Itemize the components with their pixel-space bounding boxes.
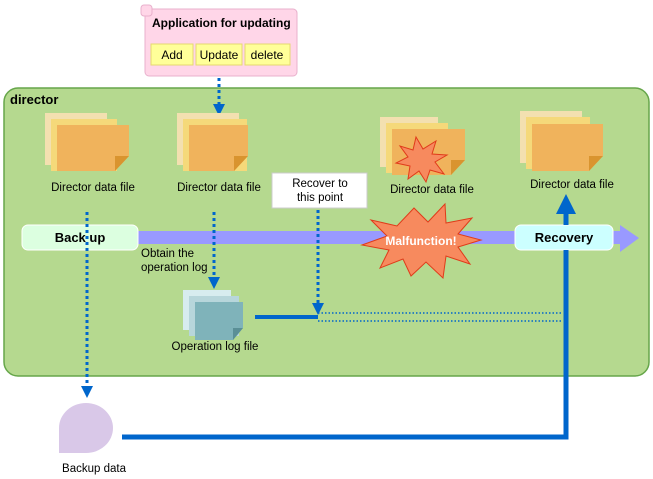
timeline-arrow bbox=[136, 225, 639, 252]
update-button[interactable] bbox=[195, 43, 243, 66]
operation-log-file: Operation log file bbox=[172, 290, 259, 353]
malfunction-starburst-icon bbox=[360, 202, 483, 280]
director-file-3-label: Director data file bbox=[390, 184, 474, 196]
director-file-1: Director data file bbox=[45, 113, 135, 194]
obtain-log-label-line1: Obtain the bbox=[141, 248, 194, 260]
recovery-box-label: Recovery bbox=[535, 230, 594, 245]
broken-file-starburst-icon bbox=[394, 135, 449, 184]
director-file-4: Director data file bbox=[520, 111, 614, 191]
application-title: Application for updating bbox=[152, 16, 291, 30]
restore-path bbox=[122, 250, 569, 440]
director-title: director bbox=[10, 92, 58, 107]
malfunction-label: Malfunction! bbox=[385, 234, 456, 248]
obtain-log-label-line2: operation log bbox=[141, 262, 208, 274]
update-button-label: Update bbox=[200, 48, 239, 62]
delete-button-label: delete bbox=[251, 48, 284, 62]
recover-callout-line2: this point bbox=[297, 192, 344, 204]
remaining-log-lines bbox=[318, 312, 562, 322]
director-file-4-label: Director data file bbox=[530, 179, 614, 191]
backup-box-label: Back up bbox=[55, 230, 106, 245]
recovery-box: Recovery bbox=[514, 224, 614, 251]
application-box: Application for updating Add Update dele… bbox=[140, 4, 298, 77]
delete-button[interactable] bbox=[244, 43, 291, 66]
malfunction-starburst: Malfunction! bbox=[360, 202, 483, 280]
backup-box: Back up bbox=[21, 224, 139, 251]
director-file-2: Director data file bbox=[177, 113, 261, 194]
backup-data: Backup data bbox=[59, 403, 127, 475]
recover-callout-line1: Recover to bbox=[292, 178, 348, 190]
operation-log-file-label: Operation log file bbox=[172, 341, 259, 353]
recover-callout: Recover to this point bbox=[271, 172, 368, 209]
backup-data-label: Backup data bbox=[62, 463, 127, 475]
add-button-label: Add bbox=[161, 48, 182, 62]
add-button[interactable] bbox=[150, 43, 194, 66]
director-file-2-label: Director data file bbox=[177, 182, 261, 194]
director-file-3: Director data file bbox=[380, 117, 474, 196]
director-file-1-label: Director data file bbox=[51, 182, 135, 194]
